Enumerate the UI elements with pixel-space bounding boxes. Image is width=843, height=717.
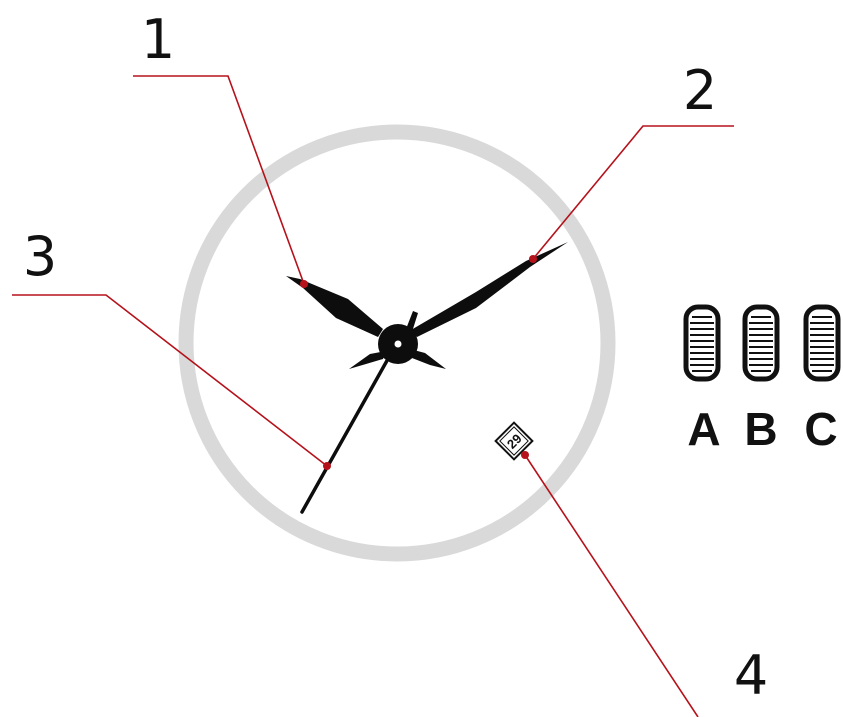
callout-line-3 <box>12 295 327 466</box>
minute-hand <box>411 242 568 337</box>
callout-number-1: 1 <box>141 8 175 71</box>
callout-line-4 <box>525 455 698 717</box>
callout-number-3: 3 <box>23 225 57 288</box>
center-pin <box>395 341 402 348</box>
crown-position-c-icon <box>806 307 838 379</box>
crown-position-b-label: B <box>744 403 777 455</box>
crown-position-b-icon <box>745 307 777 379</box>
callout-number-2: 2 <box>683 59 717 122</box>
crown-position-a-label: A <box>687 403 720 455</box>
callout-lines <box>12 76 734 717</box>
crown-position-c-label: C <box>804 403 837 455</box>
crown-position-a-icon <box>686 307 718 379</box>
callout-number-4: 4 <box>734 644 768 707</box>
seconds-hand <box>302 350 393 512</box>
callout-line-1 <box>133 76 304 284</box>
callout-line-2 <box>533 126 734 259</box>
